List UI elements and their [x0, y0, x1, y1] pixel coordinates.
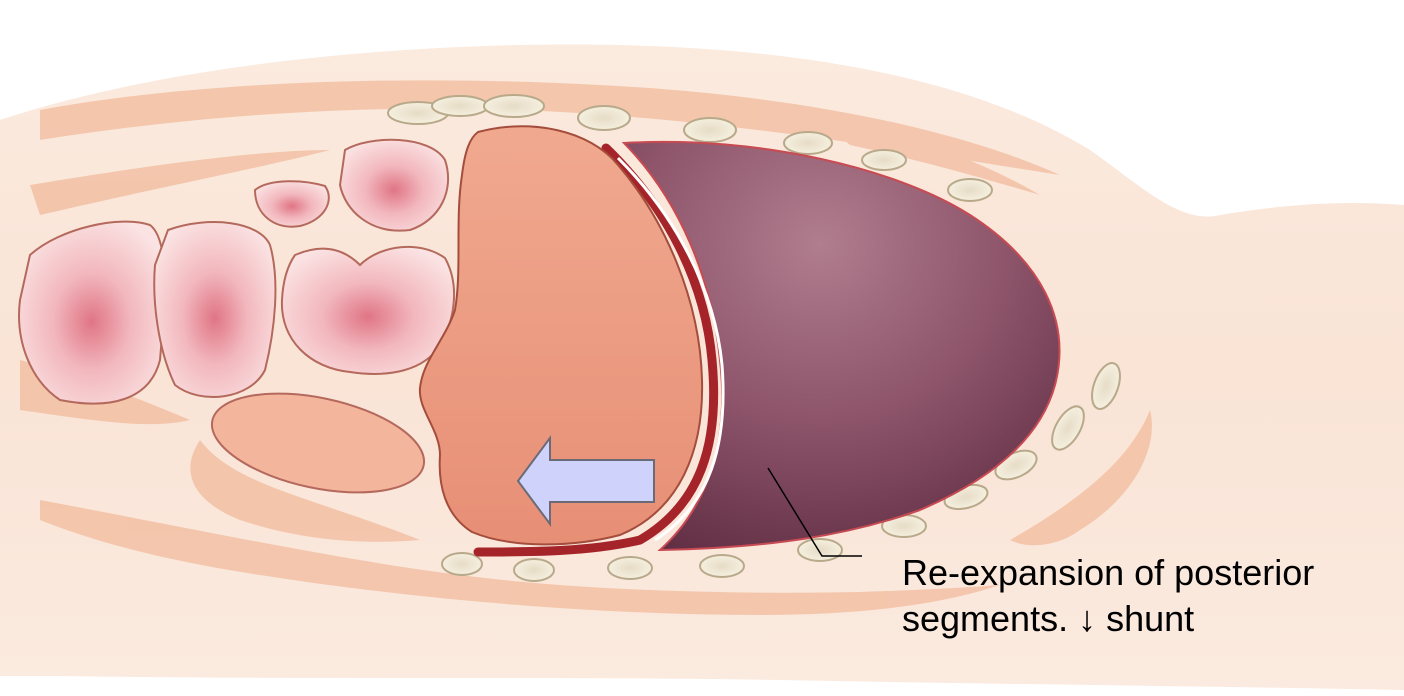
annotation-label: Re-expansion of posterior segments. ↓ sh… [902, 550, 1314, 642]
annotation-line-2: segments. ↓ shunt [902, 596, 1314, 642]
annotation-line-1: Re-expansion of posterior [902, 550, 1314, 596]
